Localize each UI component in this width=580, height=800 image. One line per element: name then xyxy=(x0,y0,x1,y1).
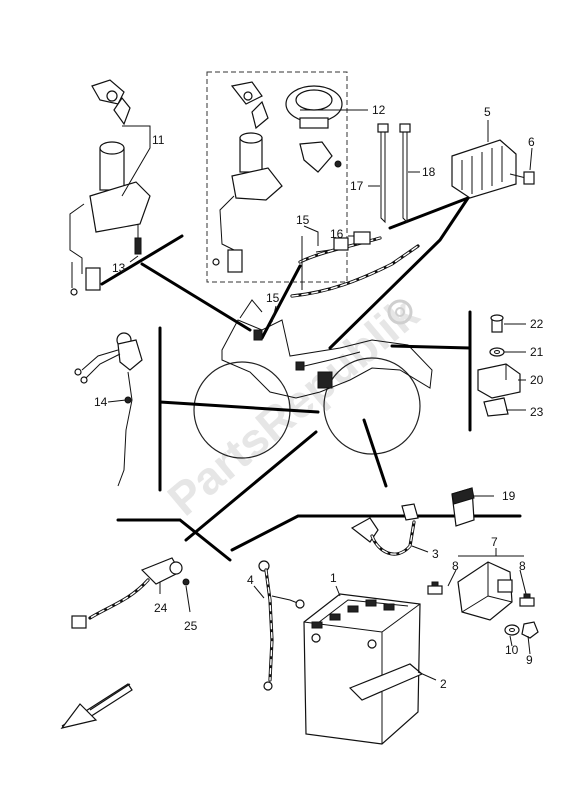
callout-18: 18 xyxy=(422,165,436,179)
callout-8-left: 8 xyxy=(452,559,459,573)
callout-5: 5 xyxy=(484,105,491,119)
callout-16: 16 xyxy=(330,227,344,241)
callout-12: 12 xyxy=(372,103,386,117)
callout-20: 20 xyxy=(530,373,544,387)
starter-relay-group xyxy=(477,314,521,417)
arrow-icon xyxy=(60,683,133,729)
callout-9: 9 xyxy=(526,653,533,667)
fuse-cover xyxy=(451,487,475,527)
callout-11: 11 xyxy=(152,133,165,147)
callout-8-right: 8 xyxy=(519,559,526,573)
rectifier-regulator xyxy=(451,139,517,199)
fuse-box xyxy=(457,555,524,621)
callout-15-bottom: 15 xyxy=(266,291,280,305)
gear-icon xyxy=(387,299,413,325)
callout-13: 13 xyxy=(112,261,126,275)
battery-cable xyxy=(258,560,305,691)
harness-position-mark xyxy=(295,361,305,371)
battery xyxy=(303,593,421,745)
callout-17: 17 xyxy=(350,179,364,193)
callout-10: 10 xyxy=(505,643,519,657)
callout-19: 19 xyxy=(502,489,516,503)
frame-lines xyxy=(100,196,522,562)
callout-4: 4 xyxy=(247,573,254,587)
callout-23: 23 xyxy=(530,405,544,419)
switch-position-mark xyxy=(253,329,263,341)
ignition-kit-box xyxy=(206,71,348,283)
sidestand-switch xyxy=(74,332,143,487)
watermark-text: PartsRepublik xyxy=(158,287,429,526)
watermark: PartsRepublik xyxy=(158,287,429,526)
neutral-switch-screw xyxy=(182,578,190,586)
callout-3: 3 xyxy=(432,547,439,561)
wire-harness xyxy=(290,231,420,298)
fuse-right xyxy=(519,593,535,607)
fuse-left xyxy=(427,581,443,595)
callout-25: 25 xyxy=(184,619,198,633)
regulator-bolt xyxy=(509,171,535,185)
cable-ties xyxy=(377,123,411,224)
callout-7: 7 xyxy=(491,535,498,549)
callout-15-top: 15 xyxy=(296,213,310,227)
washer xyxy=(504,624,520,636)
nut xyxy=(521,621,539,639)
main-switch-assembly xyxy=(69,79,151,296)
relay-position-mark xyxy=(317,371,333,389)
callout-21: 21 xyxy=(530,345,544,359)
neutral-switch xyxy=(71,557,183,629)
callout-24: 24 xyxy=(154,601,168,615)
callout-22: 22 xyxy=(530,317,544,331)
callout-14: 14 xyxy=(94,395,108,409)
leader-lines xyxy=(107,109,533,681)
battery-band xyxy=(350,503,419,556)
callout-2: 2 xyxy=(440,677,447,691)
key-set-assembly xyxy=(212,81,343,273)
callout-1: 1 xyxy=(330,571,337,585)
callout-6: 6 xyxy=(528,135,535,149)
